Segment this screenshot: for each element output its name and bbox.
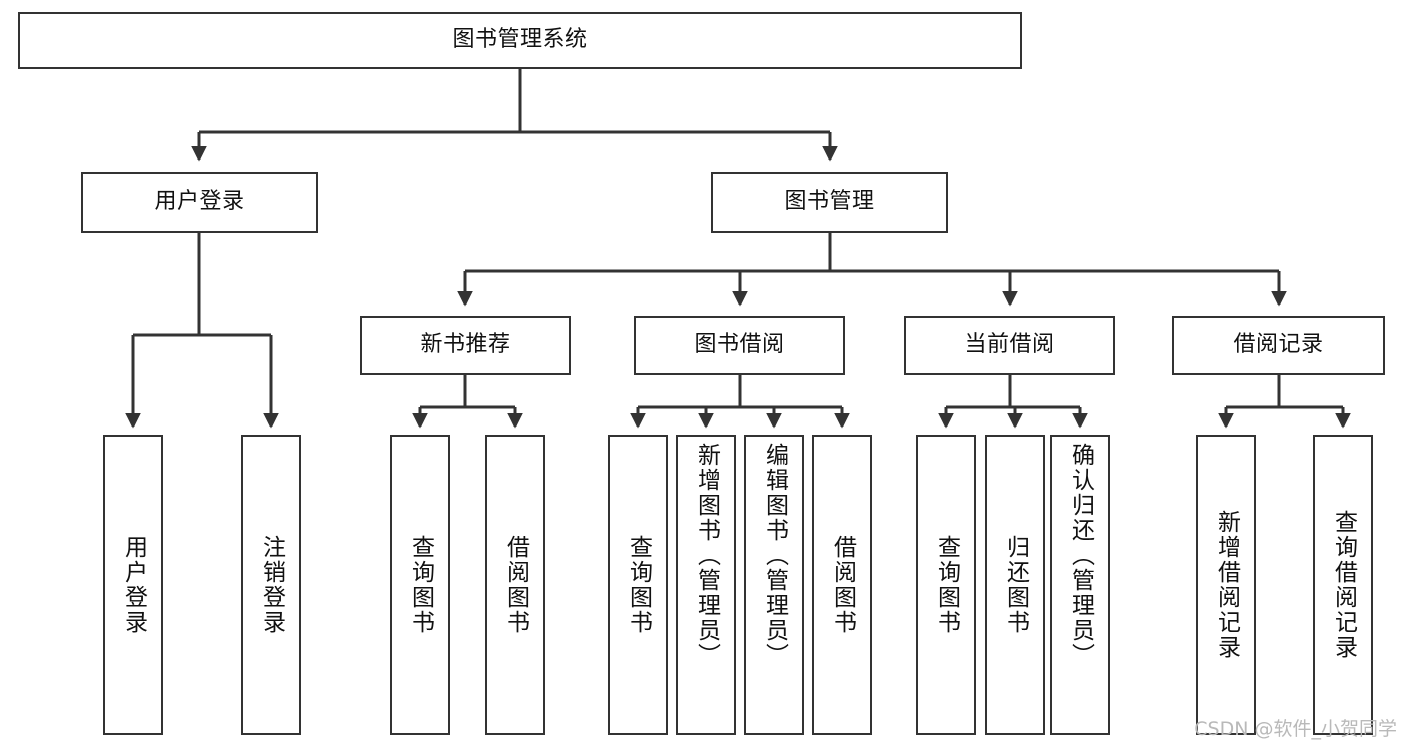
node-label: 查询借阅记录 — [1330, 510, 1357, 660]
node-book-borrow[interactable]: 图书借阅 — [634, 316, 845, 375]
node-label: 借阅图书 — [829, 535, 856, 635]
leaf-new-book-query-book[interactable]: 查询图书 — [390, 435, 450, 735]
node-label: 查询图书 — [407, 535, 434, 635]
node-label: 编辑图书（管理员） — [761, 443, 788, 668]
node-borrow-record[interactable]: 借阅记录 — [1172, 316, 1385, 375]
node-label: 归还图书 — [1002, 535, 1029, 635]
node-label: 用户登录 — [154, 189, 245, 215]
node-label: 新书推荐 — [420, 332, 511, 358]
node-current-borrow[interactable]: 当前借阅 — [904, 316, 1115, 375]
node-label: 注销登录 — [258, 535, 285, 635]
node-book-management[interactable]: 图书管理 — [711, 172, 948, 233]
leaf-current-borrow-return-book[interactable]: 归还图书 — [985, 435, 1045, 735]
node-label: 借阅记录 — [1233, 332, 1324, 358]
csdn-watermark: CSDN @软件_小贺同学 — [1194, 718, 1397, 740]
leaf-new-book-borrow-book[interactable]: 借阅图书 — [485, 435, 545, 735]
node-label: 借阅图书 — [502, 535, 529, 635]
node-new-book-recommend[interactable]: 新书推荐 — [360, 316, 571, 375]
leaf-book-borrow-edit-book-admin[interactable]: 编辑图书（管理员） — [744, 435, 804, 735]
leaf-borrow-record-query-record[interactable]: 查询借阅记录 — [1313, 435, 1373, 735]
leaf-current-borrow-query-book[interactable]: 查询图书 — [916, 435, 976, 735]
node-label: 新增借阅记录 — [1213, 510, 1240, 660]
leaf-user-login-login[interactable]: 用户登录 — [103, 435, 163, 735]
leaf-book-borrow-borrow-book[interactable]: 借阅图书 — [812, 435, 872, 735]
leaf-book-borrow-query-book[interactable]: 查询图书 — [608, 435, 668, 735]
node-label: 新增图书（管理员） — [693, 443, 720, 668]
leaf-current-borrow-confirm-return-admin[interactable]: 确认归还（管理员） — [1050, 435, 1110, 735]
node-label: 查询图书 — [625, 535, 652, 635]
leaf-borrow-record-add-record[interactable]: 新增借阅记录 — [1196, 435, 1256, 735]
node-root-book-management-system[interactable]: 图书管理系统 — [18, 12, 1022, 69]
node-label: 查询图书 — [933, 535, 960, 635]
leaf-book-borrow-add-book-admin[interactable]: 新增图书（管理员） — [676, 435, 736, 735]
node-label: 用户登录 — [120, 535, 147, 635]
node-label: 图书借阅 — [694, 332, 785, 358]
node-user-login[interactable]: 用户登录 — [81, 172, 318, 233]
node-label: 图书管理系统 — [452, 27, 588, 53]
node-label: 图书管理 — [784, 189, 875, 215]
node-label: 确认归还（管理员） — [1067, 443, 1094, 668]
node-label: 当前借阅 — [964, 332, 1055, 358]
leaf-user-login-logout[interactable]: 注销登录 — [241, 435, 301, 735]
